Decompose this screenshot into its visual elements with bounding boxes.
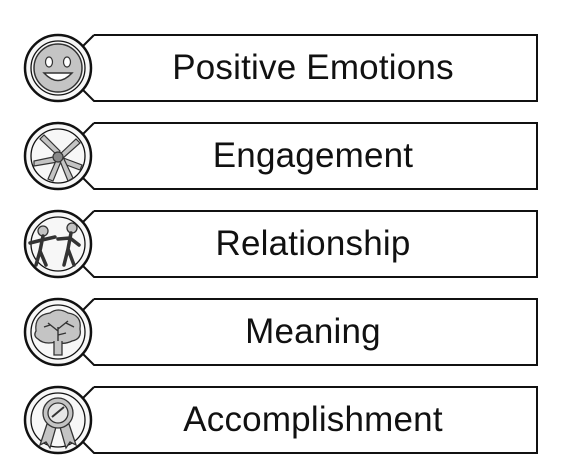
pillar-accomplishment: Accomplishment <box>0 385 581 455</box>
brain-tree-icon <box>34 309 81 356</box>
pillar-engagement: Engagement <box>0 121 581 191</box>
row-frame <box>23 385 538 455</box>
row-frame <box>23 33 538 103</box>
pillar-relationship: Relationship <box>0 209 581 279</box>
row-frame <box>23 121 538 191</box>
pillar-meaning: Meaning <box>0 297 581 367</box>
pillar-positive-emotions: Positive Emotions <box>0 33 581 103</box>
pillar-label: Relationship <box>215 224 411 263</box>
hands-together-icon <box>33 134 83 182</box>
pillar-label: Accomplishment <box>183 400 443 439</box>
row-frame <box>23 209 538 279</box>
smiley-face-icon <box>33 43 83 93</box>
pillar-label: Engagement <box>212 136 414 175</box>
row-frame <box>23 297 538 367</box>
award-ribbon-icon <box>38 397 78 450</box>
pillar-label: Positive Emotions <box>172 48 454 87</box>
pillar-label: Meaning <box>245 312 381 351</box>
people-helping-icon <box>28 222 81 267</box>
